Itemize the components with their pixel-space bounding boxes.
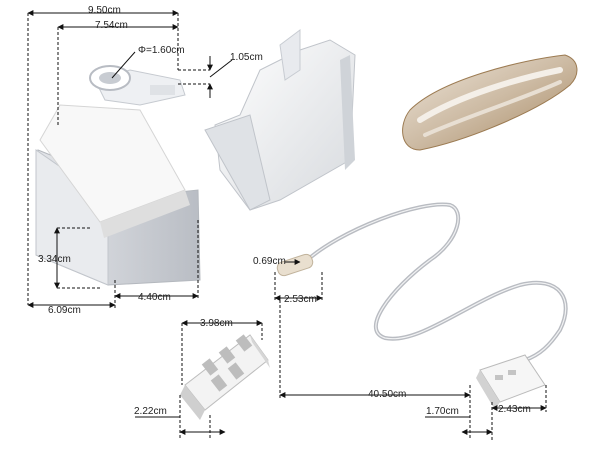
dim-probe-length-label: 2.53cm: [284, 294, 317, 305]
dim-clip-height-label: 2.22cm: [134, 406, 167, 417]
dim-plug-length-label: 2.43cm: [498, 404, 531, 415]
dim-pad-height-label: 3.34cm: [38, 254, 71, 265]
insulation-tape: [402, 54, 578, 151]
dim-hole-diameter-label: Φ=1.60cm: [138, 45, 185, 56]
dim-wire-length-label: 40.50cm: [368, 389, 407, 400]
dimension-lines: [27, 10, 547, 440]
dim-pad-width-label: 6.09cm: [48, 305, 81, 316]
dim-probe-diameter-label: 0.69cm: [253, 256, 286, 267]
sensor-clip: [180, 334, 270, 420]
dim-bracket-length-label: 7.54cm: [95, 20, 128, 31]
dim-plug-width-label: 1.70cm: [426, 406, 459, 417]
dim-flange-height-label: 1.05cm: [230, 52, 263, 63]
dim-foot-width-label: 4.40cm: [138, 292, 171, 303]
dim-total-length-label: 9.50cm: [88, 5, 121, 16]
bracket-with-foam-pad: [35, 65, 201, 286]
dim-clip-length-label: 3.98cm: [200, 318, 233, 329]
temperature-sensor: [276, 202, 568, 410]
bracket-right-part: [204, 29, 356, 211]
